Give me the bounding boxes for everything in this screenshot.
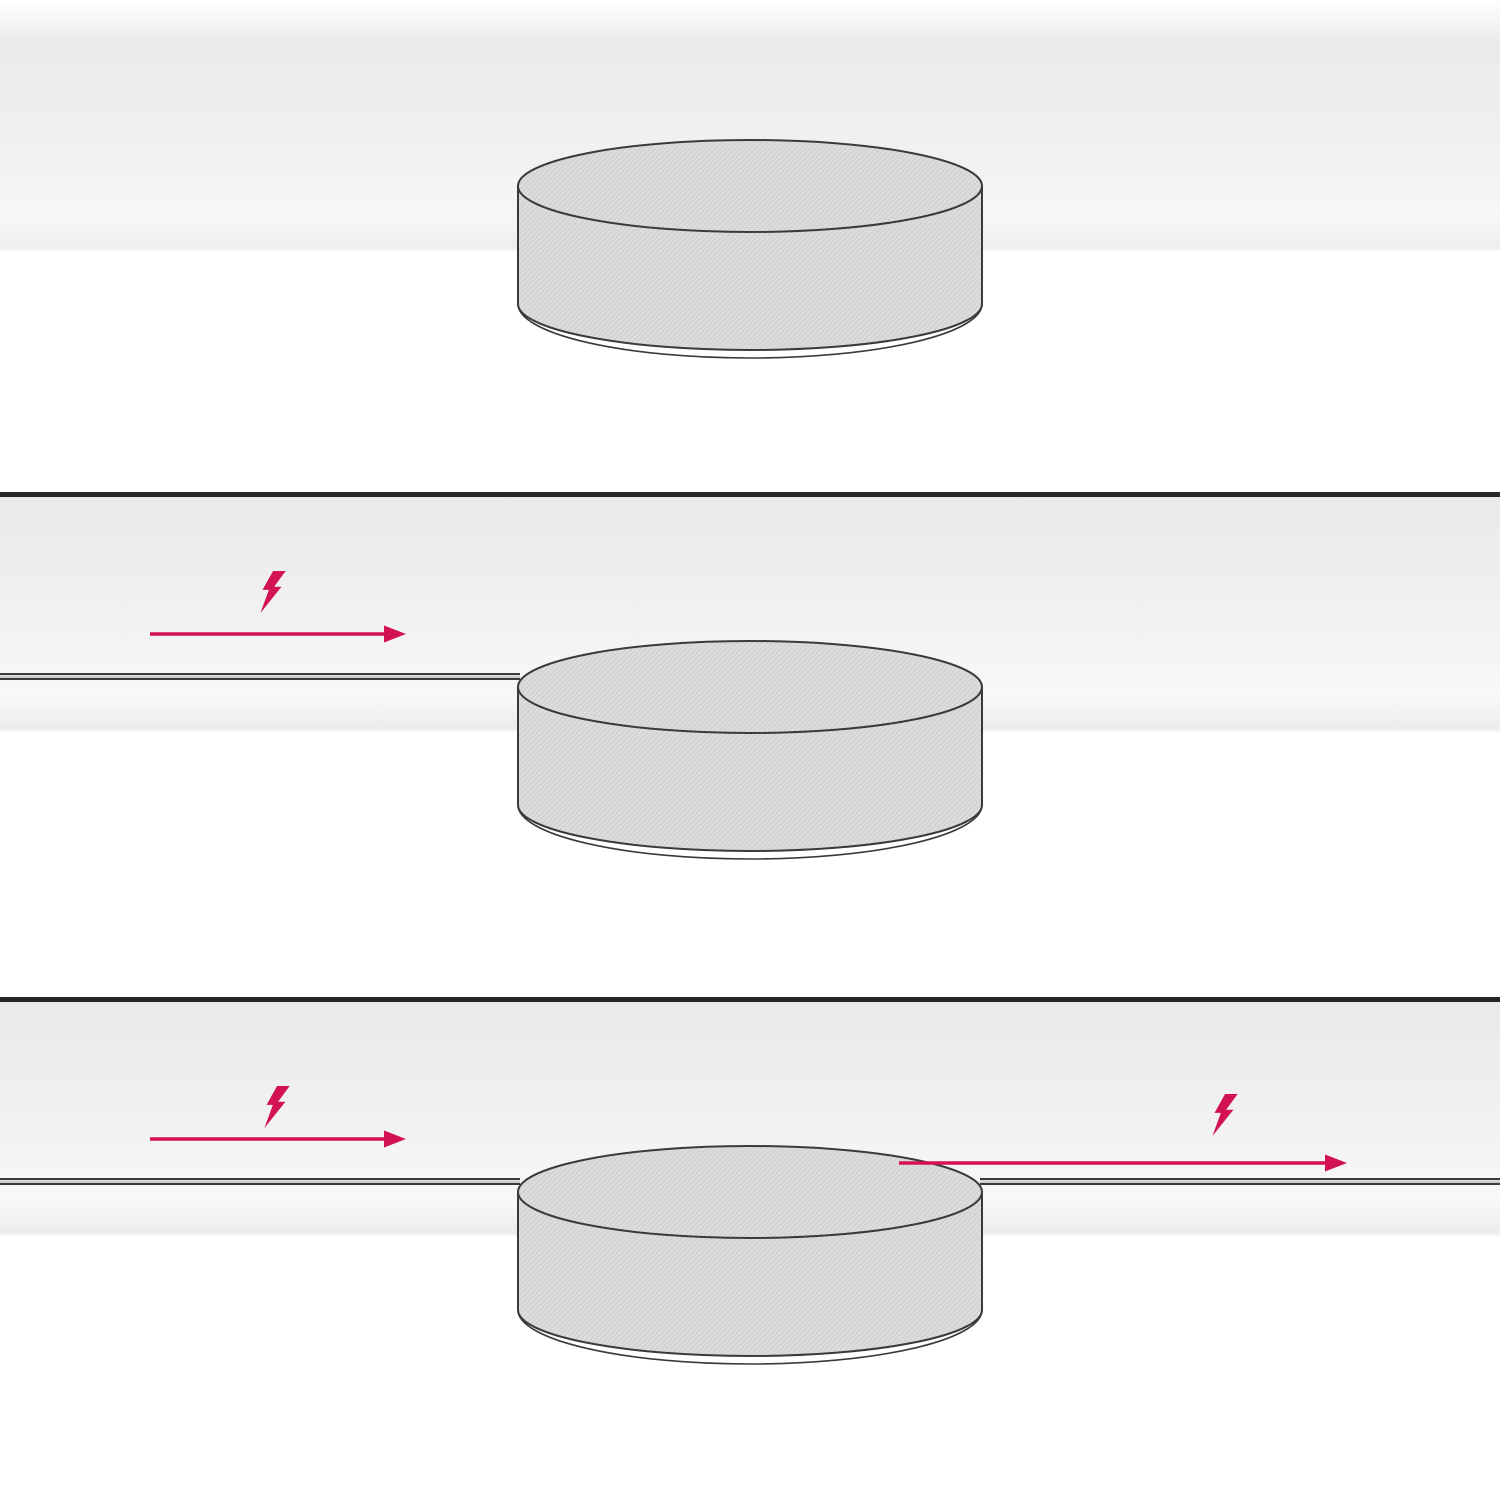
lightning-bolt-icon <box>260 571 286 613</box>
flow-direction-arrow <box>150 1130 406 1148</box>
power-cable-left <box>0 1178 520 1185</box>
power-cable-right <box>980 1178 1500 1185</box>
panel-cable-in-left <box>0 497 1500 997</box>
lightning-bolt-icon <box>264 1086 290 1128</box>
drum-lampshade <box>510 134 990 370</box>
drum-lampshade <box>510 1140 990 1376</box>
panel-no-cable <box>0 0 1500 492</box>
drum-lampshade <box>510 635 990 871</box>
divider-line <box>0 492 1500 497</box>
flow-direction-arrow <box>899 1154 1347 1172</box>
lightning-bolt-icon <box>1212 1094 1238 1136</box>
divider-line <box>0 997 1500 1002</box>
panel-cable-pass-through <box>0 1002 1500 1500</box>
power-cable-left <box>0 673 520 680</box>
flow-direction-arrow <box>150 625 406 643</box>
